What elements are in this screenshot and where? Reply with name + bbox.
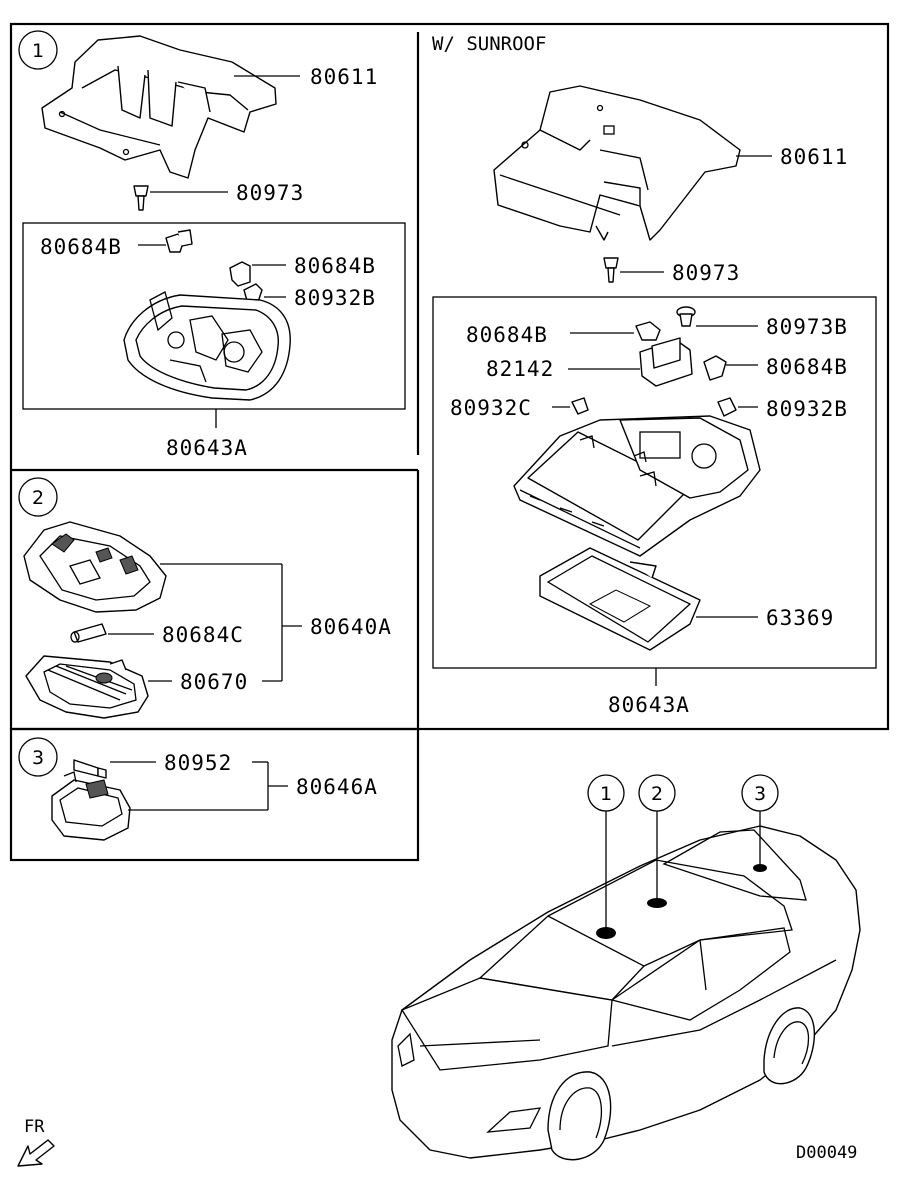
front-arrow-icon: [17, 1139, 55, 1167]
location-3-marker: [753, 864, 767, 872]
section-3-callout: 3: [32, 747, 44, 769]
bulb-80684B-icon: [165, 229, 193, 253]
part-80973-label: 80973: [236, 181, 304, 205]
sunroof-screw-80973-icon: [603, 257, 619, 283]
screw-80973-icon: [133, 185, 149, 211]
bulb-80952-icon: [73, 759, 107, 779]
section-sunroof: W/ SUNROOF 80611 80973 80684B: [432, 33, 848, 717]
sunroof-part-80643A-label: 80643A: [608, 693, 690, 717]
part-80973B-label: 80973B: [766, 315, 848, 339]
sunroof-part-80973-label: 80973: [672, 261, 740, 285]
cargo-lamp-illustration: [51, 771, 131, 841]
section-2-callout-circle: [18, 477, 58, 517]
section-2-callout: 2: [32, 487, 44, 509]
sunroof-part-80684B-label: 80684B: [466, 323, 548, 347]
part-82142-label: 82142: [486, 357, 554, 381]
vehicle-callout-1-circle: [587, 774, 625, 812]
part-80646A-label: 80646A: [296, 775, 378, 799]
sunroof-part-80611-label: 80611: [780, 145, 848, 169]
sunroof-title: W/ SUNROOF: [432, 33, 546, 55]
bulb-80684C-icon: [70, 623, 107, 643]
diagram-code: D00049: [796, 1143, 857, 1163]
vehicle-callout-3-circle: [741, 774, 779, 812]
map-lamp-housing-illustration: [23, 521, 167, 613]
part-80611-label: 80611: [310, 65, 378, 89]
sunroof-bulb-80684B-icon: [635, 321, 661, 341]
location-1-marker: [596, 927, 616, 939]
sunroof-bulb-80684B-right-icon: [703, 355, 727, 381]
part-80643A-label: 80643A: [166, 436, 248, 460]
vehicle-illustration: [391, 825, 861, 1161]
part-80932C-label: 80932C: [450, 396, 532, 420]
section-1-callout-circle: [18, 30, 58, 70]
front-direction-indicator: FR: [17, 1117, 55, 1167]
sunroof-part-80684B-right-label: 80684B: [766, 355, 848, 379]
part-80952-label: 80952: [164, 751, 232, 775]
section-2: 2 80684C 80670 80640A: [18, 477, 392, 719]
part-63369-label: 63369: [766, 606, 834, 630]
part-80684B-right-label: 80684B: [294, 254, 376, 278]
lens-80670-illustration: [25, 655, 149, 719]
sunroof-lamp-illustration: [513, 415, 761, 557]
section-3-callout-circle: [18, 737, 58, 777]
section-1-callout: 1: [32, 40, 44, 62]
part-80932B-label: 80932B: [294, 286, 376, 310]
vehicle-callout-2: 2: [651, 783, 663, 805]
diagram-frames: [9, 22, 890, 862]
switch-82142-icon: [639, 337, 693, 387]
section-3: 3 80952 80646A: [18, 737, 378, 841]
location-2-marker: [647, 898, 667, 908]
bulb-80684B-right-icon: [229, 261, 251, 287]
vehicle-locator: 1 2 3: [391, 774, 861, 1161]
vehicle-callout-2-circle: [638, 774, 676, 812]
section-1: 1 80611 80973 80684B: [18, 30, 378, 460]
part-80684C-label: 80684C: [162, 623, 244, 647]
front-label: FR: [24, 1117, 45, 1137]
vehicle-callout-3: 3: [754, 783, 766, 805]
dome-lamp-illustration: [123, 291, 291, 401]
lens-63369-illustration: [539, 547, 701, 651]
sunroof-part-80932B-label: 80932B: [766, 397, 848, 421]
clip-80932C-icon: [571, 397, 589, 415]
part-80670-label: 80670: [180, 670, 248, 694]
sunroof-bracket-illustration: [493, 85, 741, 241]
vehicle-callout-1: 1: [600, 783, 612, 805]
screw-80973B-icon: [676, 306, 696, 327]
part-80684B-label: 80684B: [40, 235, 122, 259]
roof-bracket-illustration: [41, 35, 277, 179]
sunroof-clip-80932B-icon: [717, 397, 737, 417]
part-80640A-label: 80640A: [310, 615, 392, 639]
